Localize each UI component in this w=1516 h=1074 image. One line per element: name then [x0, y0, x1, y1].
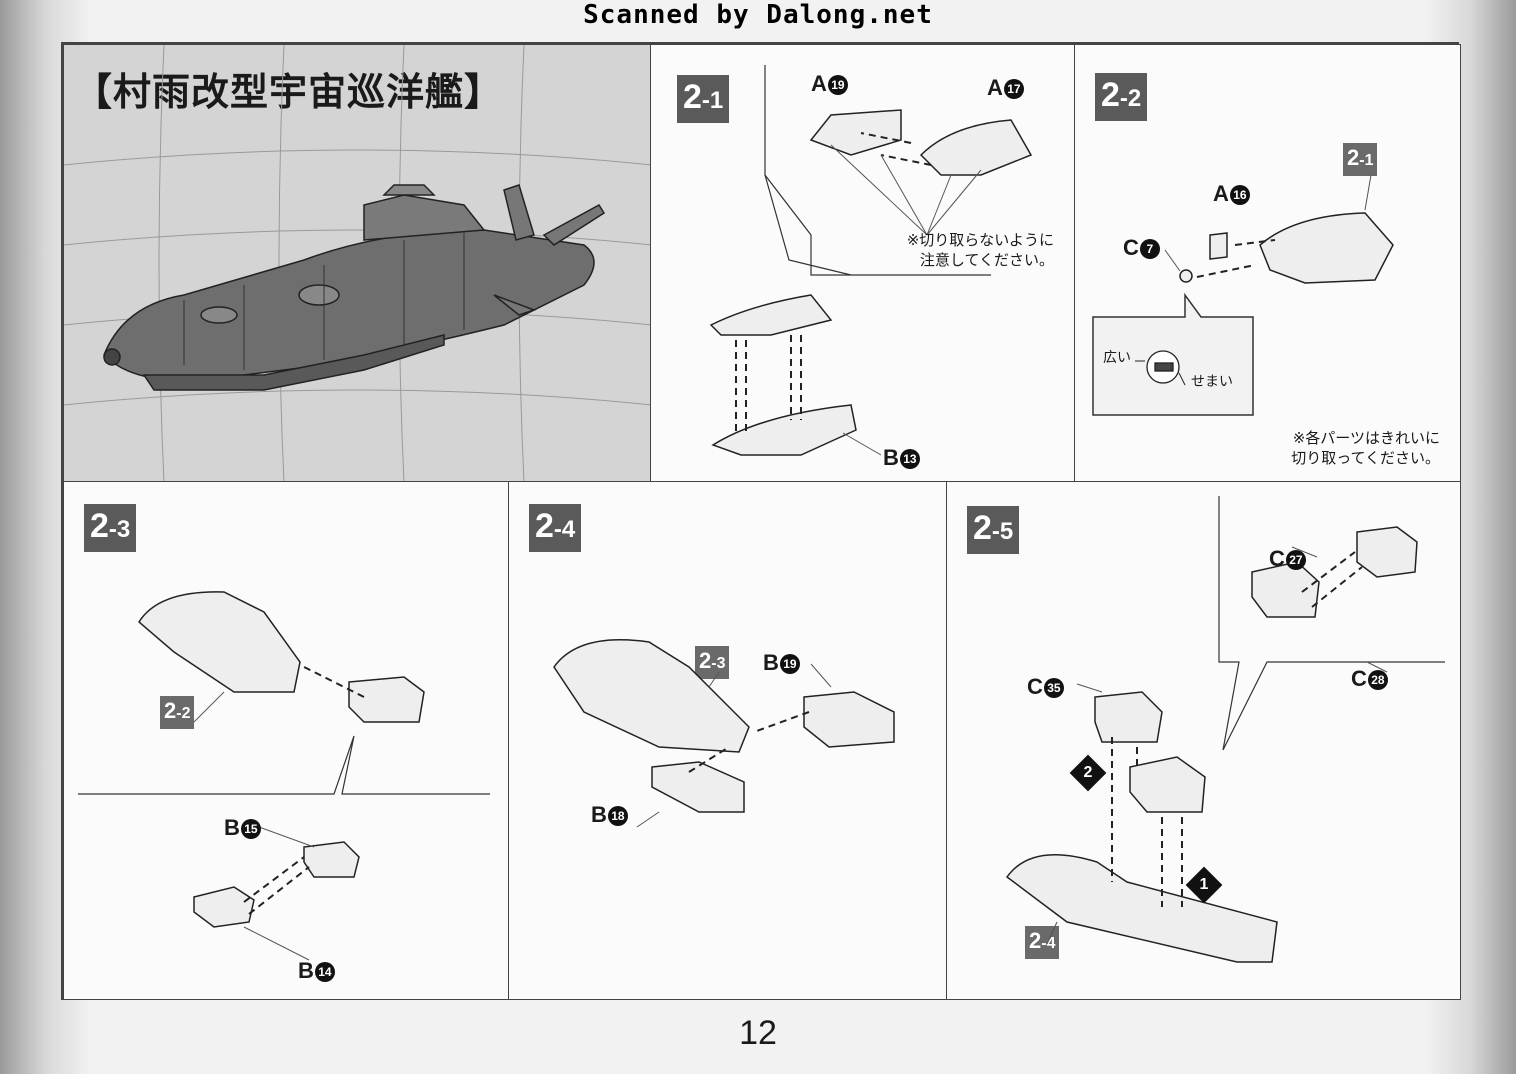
- hero-panel: 【村雨改型宇宙巡洋艦】: [63, 44, 651, 482]
- order-marker-1: 1: [1185, 866, 1223, 904]
- scan-credit: Scanned by Dalong.net: [583, 0, 933, 30]
- step-2-1-diagram: [709, 65, 1033, 456]
- step-badge: 2-4: [529, 504, 582, 552]
- cutting-note: ※各パーツはきれいに 切り取ってください。: [1291, 430, 1440, 467]
- order-marker-2: 2: [1069, 754, 1107, 792]
- inset-label-narrow: せまい: [1191, 373, 1233, 389]
- step-2-5-diagram: [1005, 496, 1445, 963]
- inset-label-wide: 広い: [1103, 349, 1131, 365]
- step-badge: 2-3: [84, 504, 137, 552]
- step-badge: 2-5: [967, 506, 1020, 554]
- reference-badge: 2-3: [695, 646, 730, 679]
- page-number: 12: [739, 1014, 777, 1052]
- instruction-sheet: 【村雨改型宇宙巡洋艦】 2-1: [61, 42, 1461, 1000]
- step-2-2-diagram: [1092, 174, 1394, 416]
- step-badge: 2-1: [677, 75, 730, 123]
- step-2-4-diagram: [553, 639, 895, 828]
- reference-badge: 2-2: [160, 696, 195, 729]
- step-badge: 2-2: [1095, 73, 1148, 121]
- page-title: 【村雨改型宇宙巡洋艦】: [74, 69, 504, 114]
- reference-badge: 2-1: [1343, 143, 1378, 176]
- ship-illustration: [64, 45, 650, 481]
- reference-badge: 2-4: [1025, 926, 1060, 959]
- caution-note: ※切り取らないように 注意してください。: [906, 232, 1054, 269]
- step-2-3-diagram: [78, 591, 490, 961]
